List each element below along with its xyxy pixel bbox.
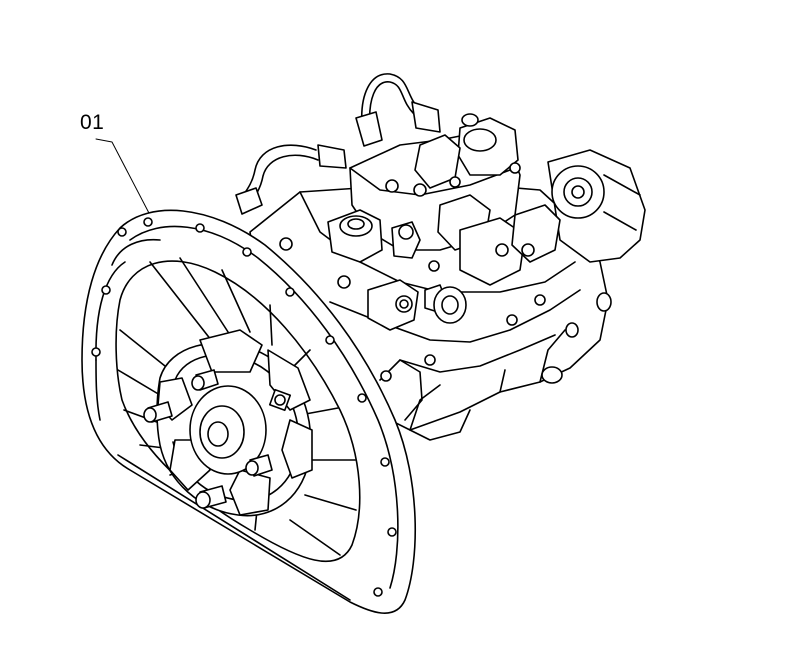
pressure-sensors	[279, 209, 467, 331]
hydraulic-hoses	[235, 73, 441, 215]
control-valve-block	[349, 113, 561, 286]
regulator-cylinder	[547, 149, 646, 263]
callout-leader-line	[95, 138, 151, 216]
coupling-hub	[143, 329, 313, 517]
pump-lower-body	[379, 294, 546, 441]
callout-label-01: 01	[80, 111, 105, 134]
